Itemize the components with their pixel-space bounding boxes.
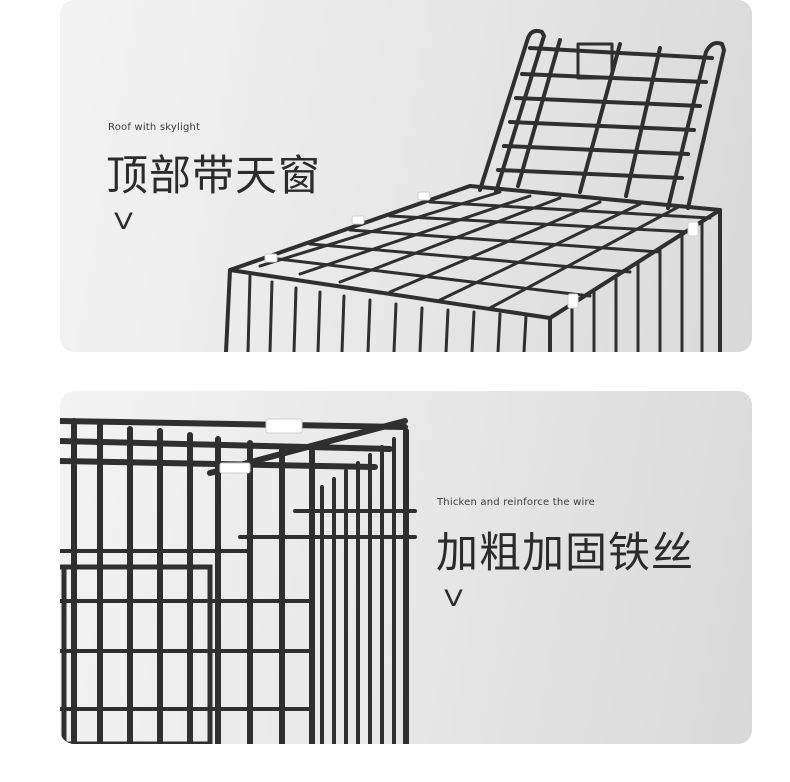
cage-top-skylight-image [224, 28, 726, 352]
section-title: 顶部带天窗 [106, 151, 322, 200]
feature-panel-thick-wire: Thicken and reinforce the wire 加粗加固铁丝 V [60, 391, 752, 744]
chevron-down-icon: V [444, 587, 463, 612]
section-subtitle: Thicken and reinforce the wire [437, 497, 595, 508]
section-title: 加粗加固铁丝 [436, 528, 695, 577]
chevron-down-icon: V [114, 210, 133, 235]
feature-panel-skylight: Roof with skylight 顶部带天窗 V [60, 0, 752, 352]
section-subtitle: Roof with skylight [108, 122, 201, 133]
cage-thick-wire-closeup-image [60, 418, 417, 744]
